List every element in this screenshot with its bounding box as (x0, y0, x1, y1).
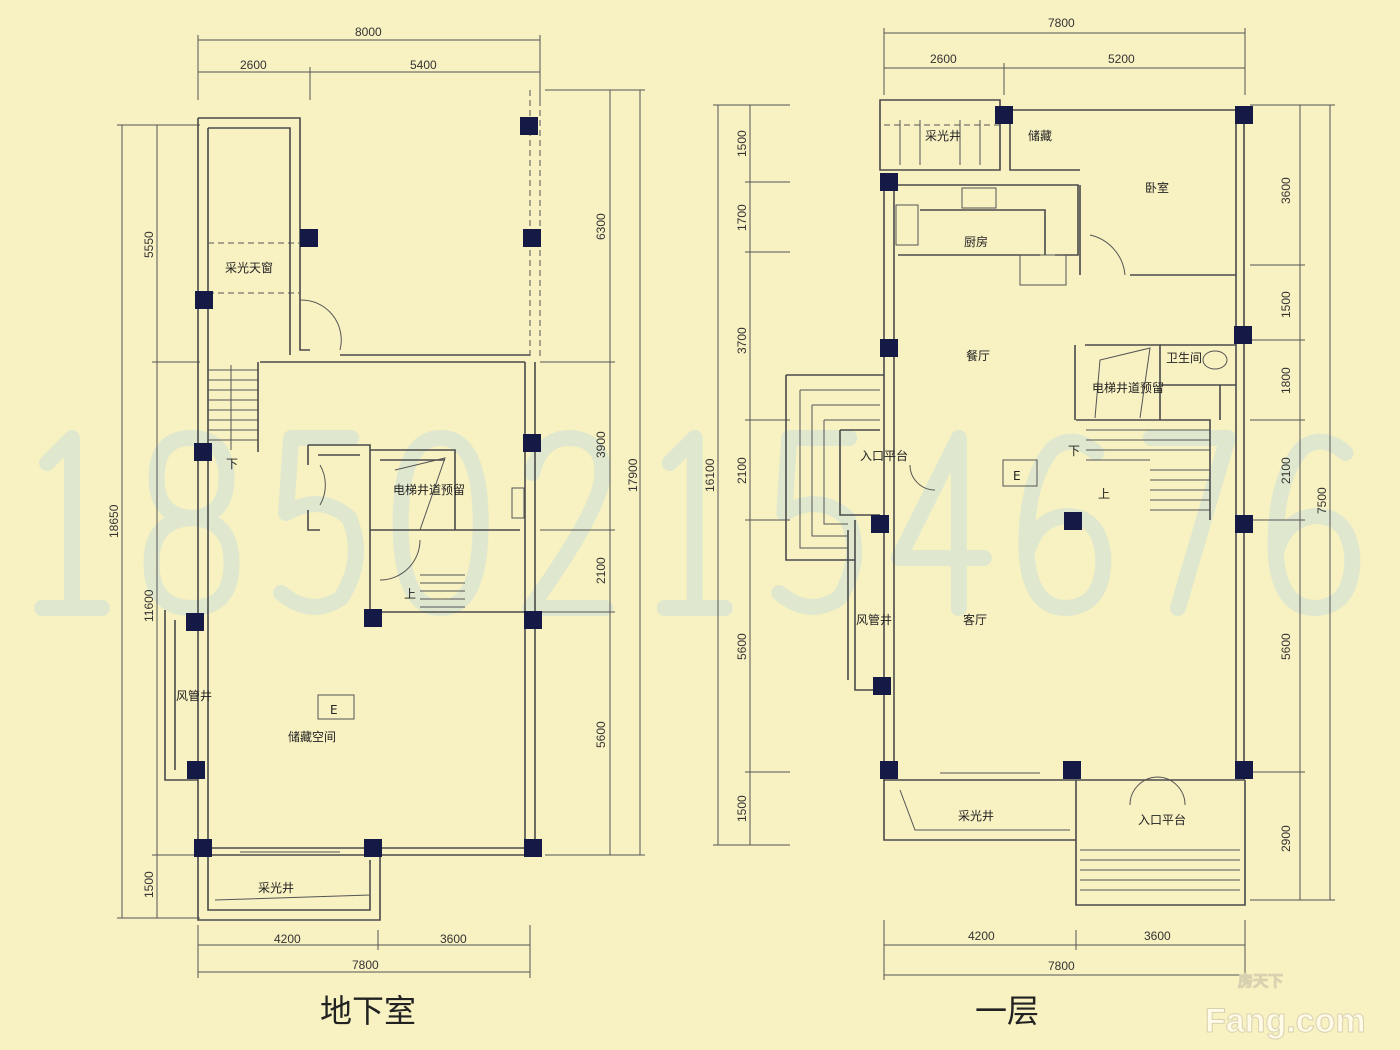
dim-right-a: 6300 (594, 213, 608, 240)
stair-up: 上 (1098, 487, 1110, 501)
logo-en: Fang.com (1205, 1002, 1366, 1040)
dim-right-d: 5600 (594, 721, 608, 748)
dim-top-total: 7800 (1048, 16, 1075, 30)
basement-plan: 8000 2600 5400 18650 5550 11600 1500 179… (107, 25, 645, 1030)
room-storage: 储藏 (1028, 128, 1052, 143)
logo-cn: 房天下 (1238, 972, 1283, 990)
dim-bottom-b: 3600 (440, 932, 467, 946)
dim-right-a: 3600 (1279, 177, 1293, 204)
dim-bottom-total: 7800 (352, 958, 379, 972)
watermark-digit (522, 430, 614, 616)
watermark-digit (656, 430, 733, 616)
room-duct: 风管井 (176, 688, 212, 703)
watermark-digit (890, 430, 992, 616)
elevator-mark: E (330, 703, 338, 717)
fang-logo: 房天下 Fang.com (1205, 972, 1367, 1041)
room-lightwell: 采光井 (258, 881, 294, 895)
dim-right-d: 2100 (1279, 457, 1293, 484)
room-elevator-shaft: 电梯井道预留 (393, 483, 465, 497)
dim-top-b: 5200 (1108, 52, 1135, 66)
room-lightwell-top: 采光井 (925, 129, 961, 143)
room-dining: 餐厅 (966, 348, 990, 363)
dim-right-total: 17900 (626, 458, 640, 492)
room-kitchen: 厨房 (964, 234, 988, 249)
dim-left-a: 5550 (142, 231, 156, 258)
ground-floor-plan: 7800 2600 5200 16100 1500 1700 3700 2100… (703, 16, 1335, 1030)
dim-right-e: 5600 (1279, 633, 1293, 660)
dim-right-b: 3900 (594, 431, 608, 458)
dim-bottom-total: 7800 (1048, 959, 1075, 973)
room-entry-bottom: 入口平台 (1138, 812, 1186, 827)
dim-left-c: 1500 (142, 871, 156, 898)
room-storage: 储藏空间 (288, 729, 336, 744)
dim-left-b: 1700 (735, 204, 749, 231)
watermark-digit (34, 430, 110, 616)
dim-right-total: 7500 (1315, 487, 1329, 514)
ground-floor-title: 一层 (975, 992, 1039, 1030)
dim-right-c: 1800 (1279, 367, 1293, 394)
dim-left-b: 11600 (142, 589, 156, 622)
dim-right-b: 1500 (1279, 291, 1293, 318)
room-entry-left: 入口平台 (860, 448, 908, 463)
dim-left-a: 1500 (735, 130, 749, 157)
dim-left-e: 5600 (735, 633, 749, 660)
watermark-digit (771, 430, 863, 615)
stair-up: 上 (404, 587, 416, 601)
dim-right-c: 2100 (594, 557, 608, 584)
room-lightwell-bottom: 采光井 (958, 809, 994, 823)
watermark-digit (1267, 433, 1361, 616)
watermark-digit (143, 430, 240, 616)
room-living: 客厅 (963, 612, 987, 627)
dim-left-total: 16100 (703, 458, 717, 492)
room-elevator-shaft: 电梯井道预留 (1092, 381, 1164, 395)
dim-top-total: 8000 (355, 25, 382, 39)
dim-left-d: 2100 (735, 457, 749, 484)
dim-left-f: 1500 (735, 795, 749, 822)
room-skylight: 采光天窗 (225, 261, 273, 275)
dim-top-a: 2600 (930, 52, 957, 66)
phone-watermark (34, 430, 1361, 616)
basement-title: 地下室 (320, 992, 416, 1030)
dim-top-b: 5400 (410, 58, 437, 72)
room-duct: 风管井 (856, 612, 892, 627)
dim-bottom-a: 4200 (968, 929, 995, 943)
room-bedroom: 卧室 (1145, 180, 1169, 195)
watermark-digit (392, 430, 489, 616)
dim-left-c: 3700 (735, 327, 749, 354)
dim-right-f: 2900 (1279, 825, 1293, 852)
stair-down: 下 (226, 457, 238, 471)
room-bathroom: 卫生间 (1166, 351, 1202, 365)
dim-top-a: 2600 (240, 58, 267, 72)
watermark-digit (273, 430, 364, 615)
stair-down: 下 (1068, 444, 1080, 458)
dim-bottom-a: 4200 (274, 932, 301, 946)
elevator-mark: E (1013, 469, 1021, 483)
watermark-digit (1142, 430, 1236, 616)
dim-bottom-b: 3600 (1144, 929, 1171, 943)
dim-left-total: 18650 (107, 504, 121, 538)
